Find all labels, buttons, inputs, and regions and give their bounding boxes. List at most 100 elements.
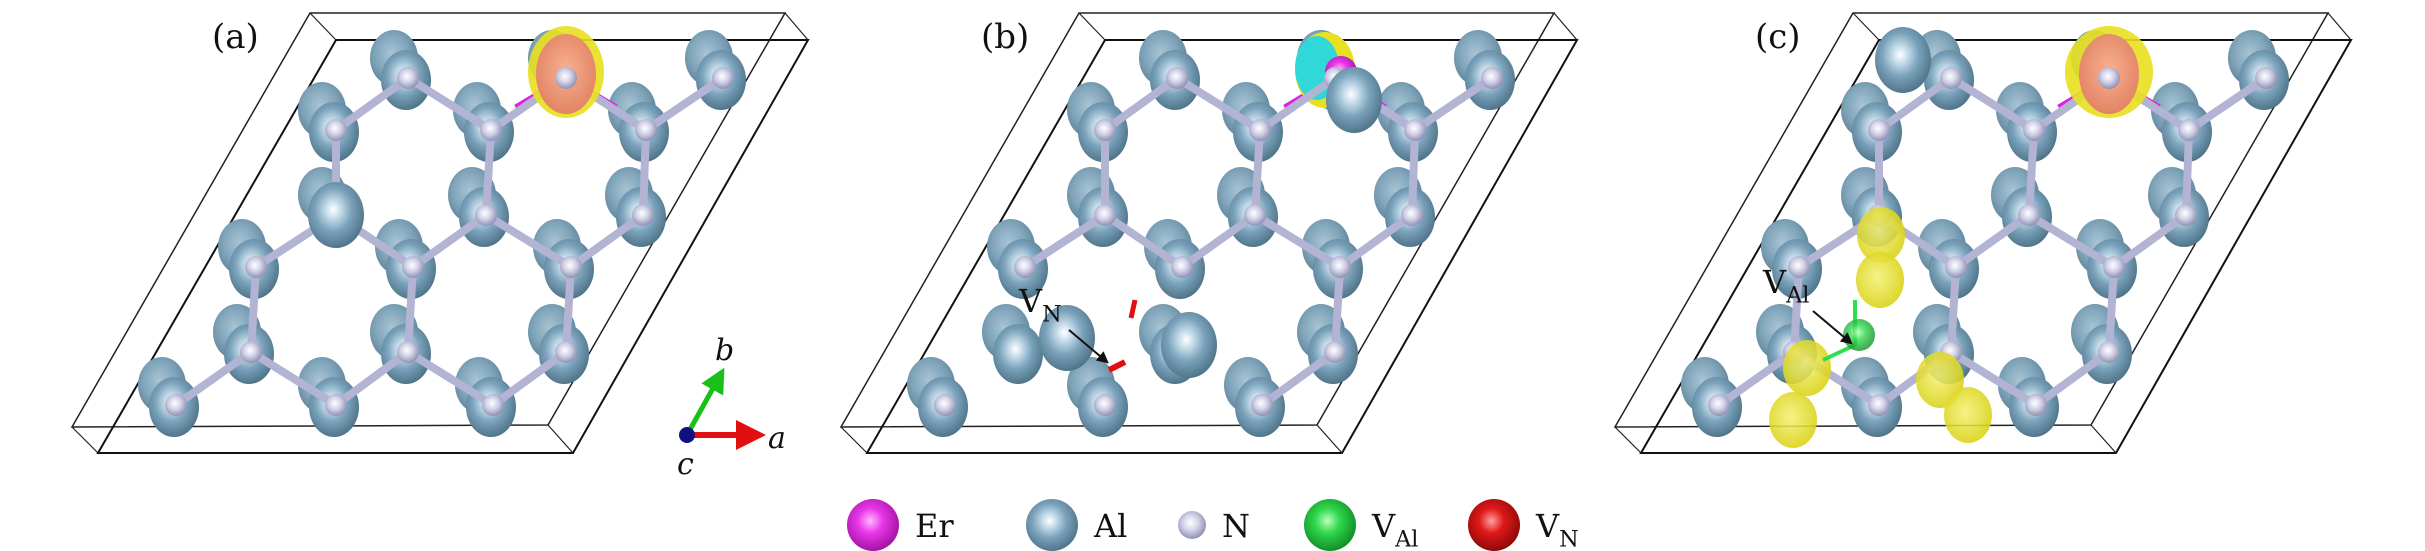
- n-atom: [397, 341, 419, 363]
- n-atom: [1401, 204, 1423, 226]
- b-axis-arrow: [684, 367, 725, 437]
- structure-panel-c: (c)VAl: [1613, 12, 2353, 454]
- cell-edge: [71, 426, 99, 454]
- legend-item-n: N: [1178, 507, 1250, 545]
- a-axis-label: a: [768, 421, 786, 456]
- n-atom: [2255, 67, 2277, 89]
- legend-label: Al: [1093, 507, 1127, 545]
- legend-label-main: N: [1222, 507, 1250, 545]
- n-atom: [1166, 67, 1188, 89]
- al-n-bond: [1251, 126, 1264, 219]
- isosurface-yellow: [1856, 252, 1904, 308]
- vacancy-label-sub: Al: [1785, 283, 1809, 309]
- al-n-bond: [1875, 74, 1955, 134]
- panel-label-main: (b): [981, 17, 1029, 57]
- n-atom: [245, 256, 267, 278]
- n-atom: [1481, 67, 1503, 89]
- panel-label: (b): [981, 17, 1029, 57]
- vacancy-label: VAl: [1762, 263, 1809, 309]
- vacancy-label: VN: [1018, 282, 1062, 328]
- legend-swatch: [1468, 499, 1520, 551]
- al-n-bond: [642, 74, 727, 134]
- cell-edge: [1553, 12, 1578, 41]
- n-atom: [2023, 119, 2045, 141]
- structure-panel-a: (a) a b c: [70, 12, 810, 482]
- vacancy-label-main: V: [1762, 263, 1787, 301]
- al-n-bond: [1101, 74, 1181, 134]
- n-atom: [555, 341, 577, 363]
- legend-item-er: Er: [847, 499, 954, 551]
- isosurface-yellow: [1916, 352, 1964, 408]
- legend-item-v-n: VN: [1468, 499, 1579, 551]
- n-atom: [482, 394, 504, 416]
- surface-al-atom: [308, 182, 364, 248]
- cell-edge: [1078, 12, 1106, 41]
- n-atom: [1945, 256, 1967, 278]
- n-atom: [934, 394, 956, 416]
- n-atom: [2175, 204, 2197, 226]
- al-n-bond: [1947, 348, 2040, 409]
- n-atom: [1094, 119, 1116, 141]
- legend-label-sub: N: [1559, 527, 1579, 551]
- al-n-bond: [2110, 211, 2190, 271]
- n-atom: [2178, 119, 2200, 141]
- al-n-bond: [1256, 74, 1339, 134]
- al-n-bond: [639, 126, 650, 219]
- n-atom: [397, 67, 419, 89]
- al-n-bond: [2025, 126, 2038, 219]
- cell-edge: [547, 424, 574, 454]
- isosurface-yellow: [1783, 340, 1831, 396]
- n-atom: [1324, 341, 1346, 363]
- al-n-bond: [1178, 211, 1259, 271]
- al-n-bond: [567, 211, 647, 271]
- al-n-bond: [404, 74, 495, 134]
- al-n-bond: [1101, 211, 1186, 271]
- n-atom: [1788, 256, 1810, 278]
- al-n-bond: [1251, 211, 1344, 271]
- cell-edge: [2327, 12, 2352, 41]
- al-n-bond: [247, 348, 340, 409]
- n-atom: [165, 394, 187, 416]
- al-n-bond: [1790, 263, 1803, 356]
- n-atom: [480, 119, 502, 141]
- isosurface-yellow: [1857, 207, 1905, 263]
- b-axis-label: b: [715, 333, 734, 368]
- panel-label-main: (a): [212, 17, 259, 57]
- al-n-bond: [1411, 74, 1496, 134]
- n-atom: [1251, 394, 1273, 416]
- legend-label: N: [1222, 507, 1250, 545]
- n-atom: [475, 204, 497, 226]
- cell-edge: [2090, 424, 2117, 454]
- vacancy-arrow: [1812, 310, 1853, 345]
- n-atom: [2098, 67, 2120, 89]
- cell-edge: [1852, 12, 1880, 41]
- legend-label-main: V: [1371, 507, 1396, 545]
- legend-swatch: [1178, 511, 1206, 539]
- al-n-bond: [332, 74, 412, 134]
- al-n-bond: [1021, 211, 1109, 271]
- n-atom: [240, 341, 262, 363]
- legend-item-v-al: VAl: [1304, 499, 1418, 551]
- surface-al-atom: [1326, 67, 1382, 133]
- n-atom: [1171, 256, 1193, 278]
- al-n-bond: [1331, 263, 1344, 356]
- al-n-bond: [1173, 74, 1264, 134]
- al-n-bond: [2105, 263, 2118, 356]
- n-atom: [1094, 394, 1116, 416]
- n-atom: [1708, 394, 1730, 416]
- n-atom: [1940, 67, 1962, 89]
- legend-label: VN: [1535, 507, 1579, 551]
- al-n-bond: [1408, 126, 1419, 219]
- axis-triad: a b c: [677, 333, 786, 482]
- c-axis-label-main: c: [677, 447, 694, 482]
- legend-label-sub: Al: [1394, 527, 1418, 551]
- n-atom: [555, 67, 577, 89]
- n-atom: [1404, 119, 1426, 141]
- n-atom: [1329, 256, 1351, 278]
- n-atom: [2018, 204, 2040, 226]
- val-site: [1843, 319, 1875, 351]
- al-n-bond: [562, 263, 575, 356]
- cell-edge: [1316, 424, 1343, 454]
- legend-swatch: [1026, 499, 1078, 551]
- vacancy-label-sub: N: [1042, 302, 1062, 328]
